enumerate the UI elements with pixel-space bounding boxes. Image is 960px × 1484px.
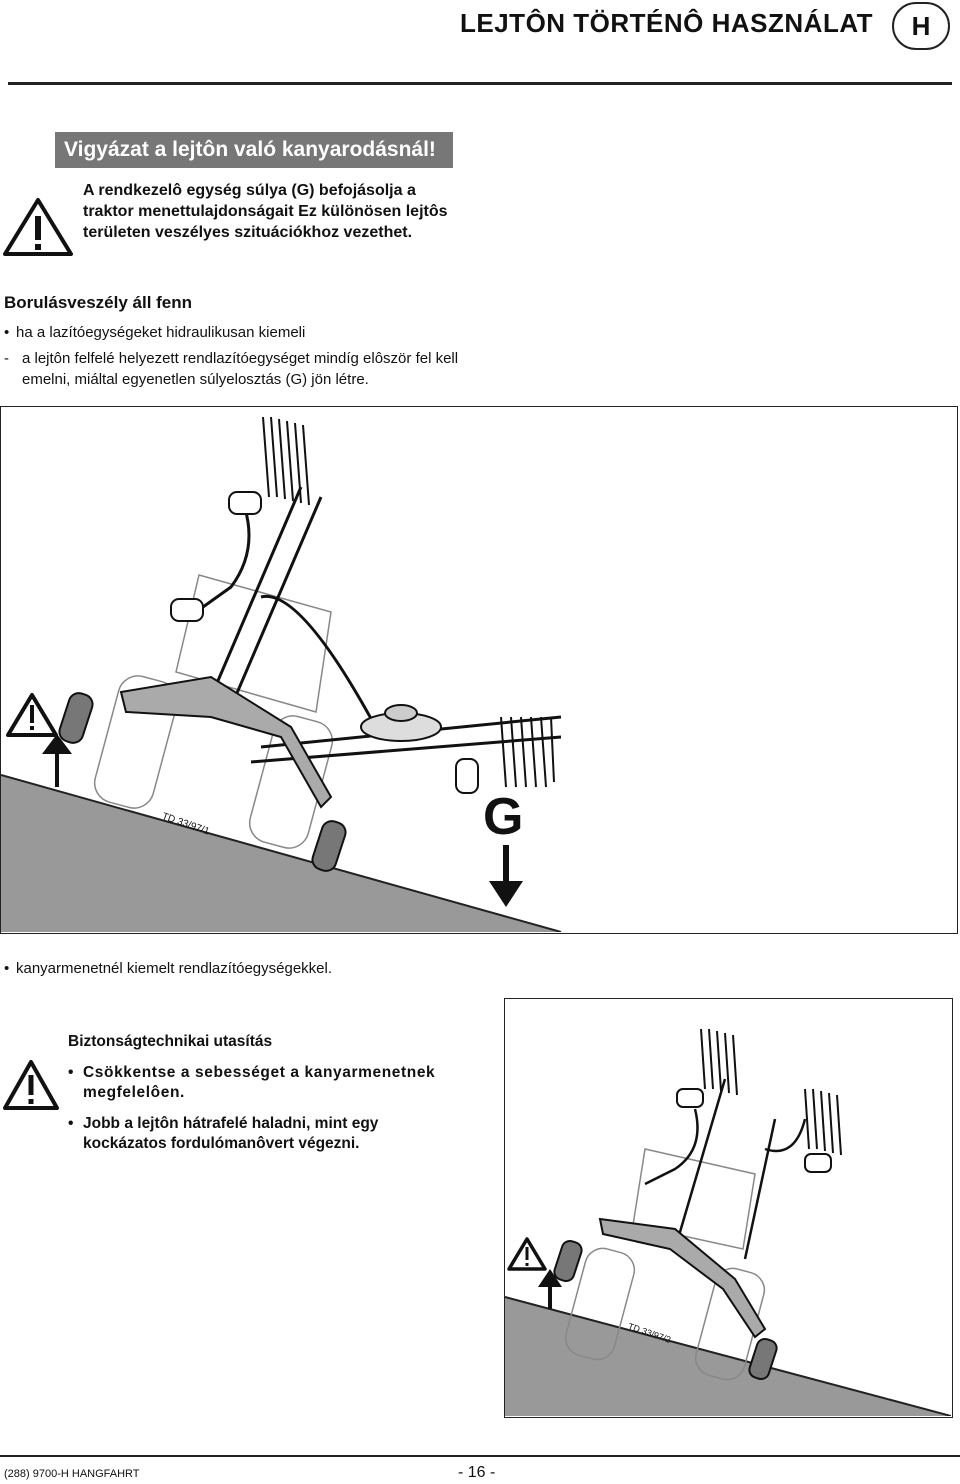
bullet-marker: • [68, 1115, 74, 1132]
document-code: (288) 9700-H HANGFAHRT [4, 1468, 140, 1480]
safety-item-text: Jobb a lejtôn hátrafelé haladni, mint eg… [83, 1115, 379, 1152]
bullet-marker: • [4, 960, 10, 977]
bullet-marker: • [68, 1064, 74, 1081]
figure-1-caption: • kanyarmenetnél kiemelt rendlazítóegység… [4, 958, 332, 979]
figure-1-frame: TD 33/97/1 G [0, 406, 958, 934]
language-badge: H [892, 2, 950, 50]
figure-2-illustration [504, 1028, 952, 1417]
bullet-text: ha a lazítóegységeket hidraulikusan kiem… [16, 324, 306, 341]
dash-item: -a lejtôn felfelé helyezett rendlazítóeg… [4, 348, 464, 390]
section-title: Borulásveszély áll fenn [4, 293, 193, 312]
arrow-up-icon [538, 1269, 562, 1309]
figure-1-illustration [0, 416, 562, 933]
dash-marker: - [4, 350, 9, 367]
arrow-down-icon [489, 845, 523, 907]
safety-title: Biztonságtechnikai utasítás [68, 1033, 273, 1050]
page-header-title: LEJTÔN TÖRTÉNÔ HASZNÁLAT [460, 8, 874, 38]
warning-heading: Vigyázat a lejtôn való kanyarodásnál! [64, 138, 436, 161]
arrow-up-icon [42, 734, 72, 787]
footer-divider [0, 1455, 960, 1457]
header-divider [8, 82, 952, 85]
bullet-marker: • [4, 324, 10, 341]
dash-text: a lejtôn felfelé helyezett rendlazítóegy… [22, 350, 459, 388]
safety-item-text: Csökkentse a sebességet a kanyarmenetnek… [83, 1064, 436, 1101]
weight-label: G [483, 788, 524, 846]
safety-item: • Jobb a lejtôn hátrafelé haladni, mint e… [68, 1114, 458, 1154]
bullet-item: • ha a lazítóegységeket hidraulikusan kie… [4, 322, 305, 343]
page-number: - 16 - [458, 1464, 496, 1481]
figure-2-frame: TD 33/97/2 [504, 998, 953, 1418]
caption-text: kanyarmenetnél kiemelt rendlazítóegysége… [16, 960, 333, 977]
figure-warning-icon [507, 1237, 547, 1271]
safety-item: • Csökkentse a sebességet a kanyarmenetne… [68, 1063, 458, 1103]
warning-triangle-icon [3, 198, 73, 256]
warning-heading-bar: Vigyázat a lejtôn való kanyarodásnál! [55, 132, 453, 168]
safety-warning-icon [3, 1060, 59, 1110]
figure-warning-icon [6, 693, 58, 737]
warning-body: A rendkezelô egység súlya (G) befojásolj… [83, 182, 448, 241]
